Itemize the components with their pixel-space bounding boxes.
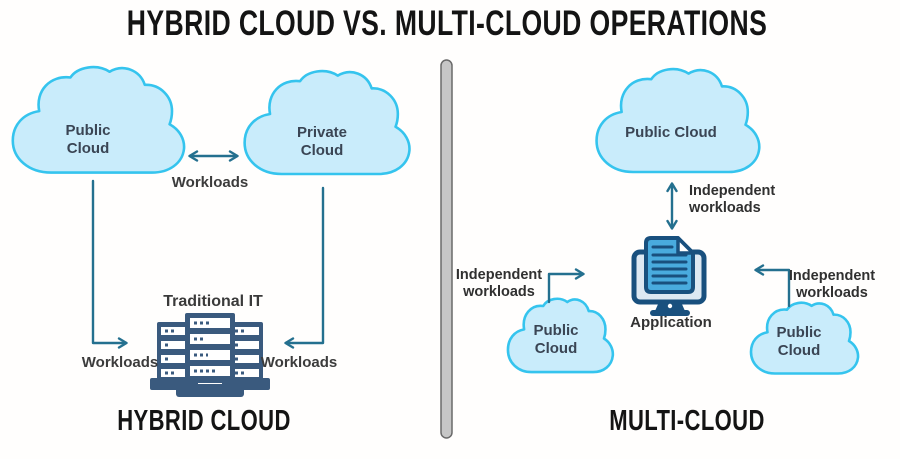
independent-workloads-top-label: Independent workloads <box>689 183 776 217</box>
workloads-left-label: Workloads <box>81 354 159 371</box>
independent-workloads-left-label: Independent workloads <box>455 267 543 301</box>
right-cloud-to-app-arrow <box>754 264 791 308</box>
traditional-it-label: Traditional IT <box>163 293 263 310</box>
panel-divider <box>440 59 453 439</box>
multi-public-cloud-left-label: Public Cloud <box>533 322 579 357</box>
multi-public-cloud-right-label: Public Cloud <box>776 324 822 359</box>
left-cloud-to-app-arrow <box>547 268 585 304</box>
page-title-text: HYBRID CLOUD VS. MULTI-CLOUD OPERATIONS <box>126 4 768 43</box>
multi-public-cloud-top-shape <box>595 68 761 174</box>
page-title: HYBRID CLOUD VS. MULTI-CLOUD OPERATIONS <box>26 4 869 44</box>
application-icon <box>631 236 707 316</box>
private-to-traditional-arrow <box>284 186 325 349</box>
independent-workloads-right-label: Independent workloads <box>788 268 876 302</box>
multi-cloud-heading: MULTI-CLOUD <box>609 405 765 437</box>
multi-public-cloud-top-label: Public Cloud <box>625 124 717 141</box>
workloads-right-label: Workloads <box>260 354 338 371</box>
hybrid-public-cloud-label: Public Cloud <box>65 122 111 157</box>
workloads-between-label: Workloads <box>171 174 249 191</box>
public-to-traditional-arrow <box>91 179 128 349</box>
hybrid-private-cloud-label: Private Cloud <box>296 124 348 159</box>
hybrid-cloud-heading: HYBRID CLOUD <box>117 405 291 437</box>
application-label: Application <box>630 314 712 331</box>
server-rack-icon <box>150 313 270 397</box>
